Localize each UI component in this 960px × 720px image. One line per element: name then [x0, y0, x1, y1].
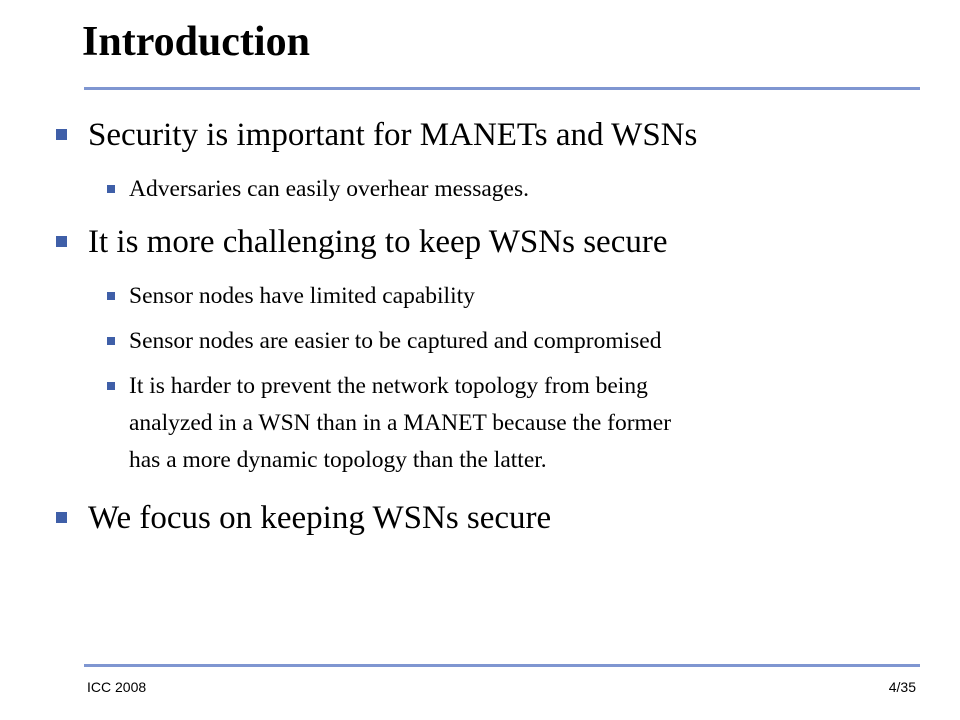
square-bullet-icon: [56, 129, 67, 140]
bullet-3: We focus on keeping WSNs secure: [88, 500, 552, 536]
bullet-1: Security is important for MANETs and WSN…: [88, 117, 698, 153]
square-bullet-icon: [107, 185, 115, 193]
bullet-2-sub-3-line-3: has a more dynamic topology than the lat…: [129, 447, 547, 473]
square-bullet-icon: [107, 337, 115, 345]
footer-divider: [84, 664, 920, 667]
bullet-2: It is more challenging to keep WSNs secu…: [88, 224, 668, 260]
title-divider: [84, 87, 920, 90]
footer-page-number: 4/35: [888, 679, 916, 695]
square-bullet-icon: [56, 236, 67, 247]
square-bullet-icon: [56, 512, 67, 523]
bullet-2-sub-3-line-2: analyzed in a WSN than in a MANET becaus…: [129, 410, 672, 436]
bullet-2-sub-2: Sensor nodes are easier to be captured a…: [129, 328, 662, 354]
square-bullet-icon: [107, 382, 115, 390]
bullet-2-sub-1: Sensor nodes have limited capability: [129, 283, 475, 309]
square-bullet-icon: [107, 292, 115, 300]
bullet-2-sub-3-line-1: It is harder to prevent the network topo…: [129, 373, 648, 399]
footer-conference: ICC 2008: [87, 679, 147, 695]
bullet-1-sub-1: Adversaries can easily overhear messages…: [129, 176, 529, 202]
slide-title: Introduction: [82, 19, 310, 65]
